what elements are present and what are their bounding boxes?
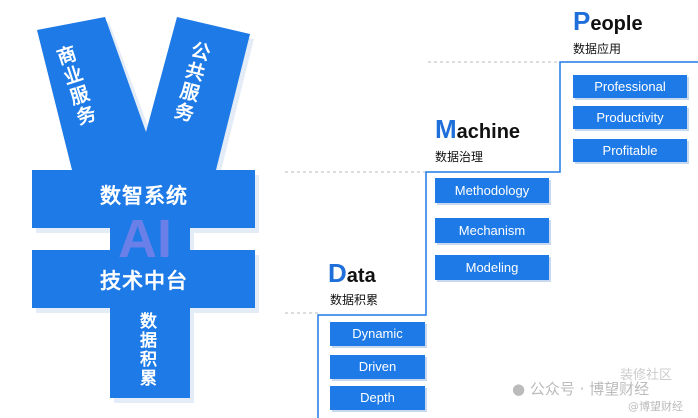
box-depth: Depth	[330, 386, 425, 410]
box-profitable: Profitable	[573, 139, 687, 162]
watermark-main: ● 公众号 · 博望财经	[512, 380, 650, 398]
machine-heading: Machine	[435, 114, 521, 144]
staircase-line	[317, 61, 698, 418]
box-methodology: Methodology	[435, 178, 549, 203]
watermark-handle: @博望财经	[628, 400, 683, 413]
machine-sub: 数据治理	[435, 150, 484, 164]
ai-label: AI	[118, 209, 172, 269]
box-professional: Professional	[573, 75, 687, 98]
people-sub: 数据应用	[573, 42, 622, 56]
box-dynamic: Dynamic	[330, 322, 425, 346]
box-mechanism: Mechanism	[435, 218, 549, 243]
people-heading: People	[573, 6, 643, 36]
data-sub: 数据积累	[330, 293, 379, 307]
box-productivity: Productivity	[573, 106, 687, 129]
watermark-overlay: 装修社区	[620, 368, 673, 383]
data-heading: Data	[328, 258, 376, 288]
bar2-label: 技术中台	[100, 269, 188, 293]
bar1-label: 数智系统	[100, 184, 188, 208]
box-modeling: Modeling	[435, 255, 549, 280]
stem-label: 数据积累	[136, 312, 156, 388]
wechat-icon: ●	[512, 380, 526, 398]
box-driven: Driven	[330, 355, 425, 379]
